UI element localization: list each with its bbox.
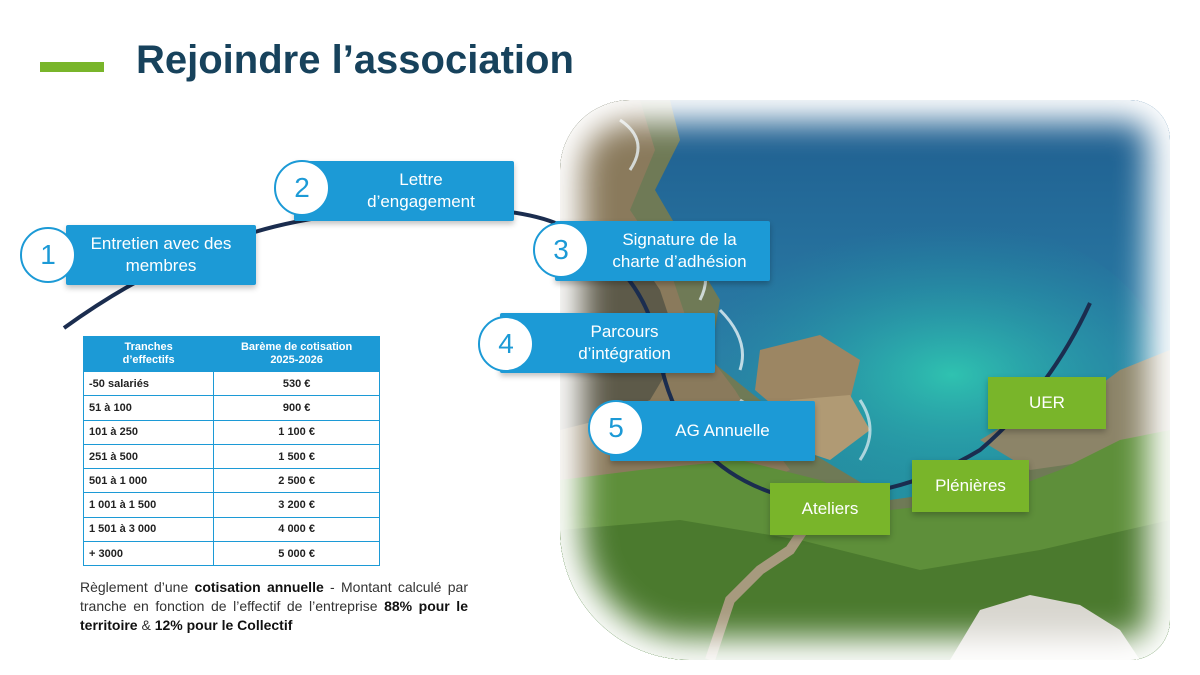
step-4-label-line1: Parcours: [590, 322, 659, 341]
step-5-number: 5: [588, 400, 644, 456]
title-accent-bar: [40, 62, 104, 72]
step-3-label-line2: charte d’adhésion: [612, 252, 747, 271]
header-bareme-line2: 2025-2026: [270, 354, 323, 366]
step-4-number: 4: [478, 316, 534, 372]
uer-box: UER: [988, 377, 1106, 429]
row-amount: 900 €: [213, 395, 380, 421]
step-4-label-line2: d’intégration: [578, 344, 671, 363]
row-range: -50 salariés: [82, 370, 215, 397]
row-range: 1 001 à 1 500: [82, 492, 215, 518]
row-amount: 4 000 €: [213, 516, 380, 543]
row-amount: 3 200 €: [213, 492, 380, 518]
row-range: 101 à 250: [82, 419, 215, 445]
contribution-table: Tranches d’effectifs Barème de cotisatio…: [82, 336, 380, 567]
header-bareme-line1: Barème de cotisation: [240, 341, 353, 353]
step-3-box: Signature de la charte d’adhésion: [555, 221, 770, 281]
step-1-label-line1: Entretien avec des: [90, 234, 232, 253]
row-range: 251 à 500: [82, 443, 215, 470]
note-bold-1: cotisation annuelle: [194, 579, 324, 595]
row-amount: 2 500 €: [213, 468, 380, 494]
plenieres-box: Plénières: [912, 460, 1029, 512]
row-amount: 1 500 €: [213, 443, 380, 470]
header-bareme: Barème de cotisation 2025-2026: [213, 336, 380, 372]
step-3-number: 3: [533, 222, 589, 278]
page-title: Rejoindre l’association: [136, 38, 574, 82]
step-2-number: 2: [274, 160, 330, 216]
contribution-note: Règlement d’une cotisation annuelle - Mo…: [80, 578, 468, 635]
step-1-label-line2: membres: [125, 256, 197, 275]
step-5-box: AG Annuelle: [610, 401, 815, 461]
row-amount: 1 100 €: [213, 419, 380, 445]
table-header-row: Tranches d’effectifs Barème de cotisatio…: [82, 336, 380, 372]
row-amount: 530 €: [213, 370, 380, 397]
step-1-box: Entretien avec des membres: [66, 225, 256, 285]
step-3-label-line1: Signature de la: [622, 230, 737, 249]
note-text-1: Règlement d’une: [80, 579, 195, 595]
row-range: 1 501 à 3 000: [82, 516, 215, 543]
note-bold-2: 88% pour le territoire: [80, 598, 468, 633]
coast-photo: [560, 100, 1170, 660]
row-range: 51 à 100: [82, 395, 215, 421]
step-2-label-line1: Lettre: [399, 170, 443, 189]
header-tranches-line2: d’effectifs: [122, 354, 175, 366]
step-5-label: AG Annuelle: [675, 421, 770, 440]
row-range: 501 à 1 000: [82, 468, 215, 494]
step-2-label-line2: d’engagement: [367, 192, 475, 211]
note-bold-3: 12% pour le Collectif: [154, 617, 293, 633]
row-amount: 5 000 €: [213, 541, 380, 567]
step-1-number: 1: [20, 227, 76, 283]
header-tranches-line1: Tranches: [124, 341, 173, 353]
note-text-3: &: [137, 617, 155, 633]
header-tranches: Tranches d’effectifs: [82, 336, 215, 372]
note-text-2: - Montant calculé par tranche en fonctio…: [80, 579, 468, 614]
step-4-box: Parcours d’intégration: [500, 313, 715, 373]
ateliers-box: Ateliers: [770, 483, 890, 535]
step-2-box: Lettre d’engagement: [294, 161, 514, 221]
row-range: + 3000: [82, 541, 215, 567]
